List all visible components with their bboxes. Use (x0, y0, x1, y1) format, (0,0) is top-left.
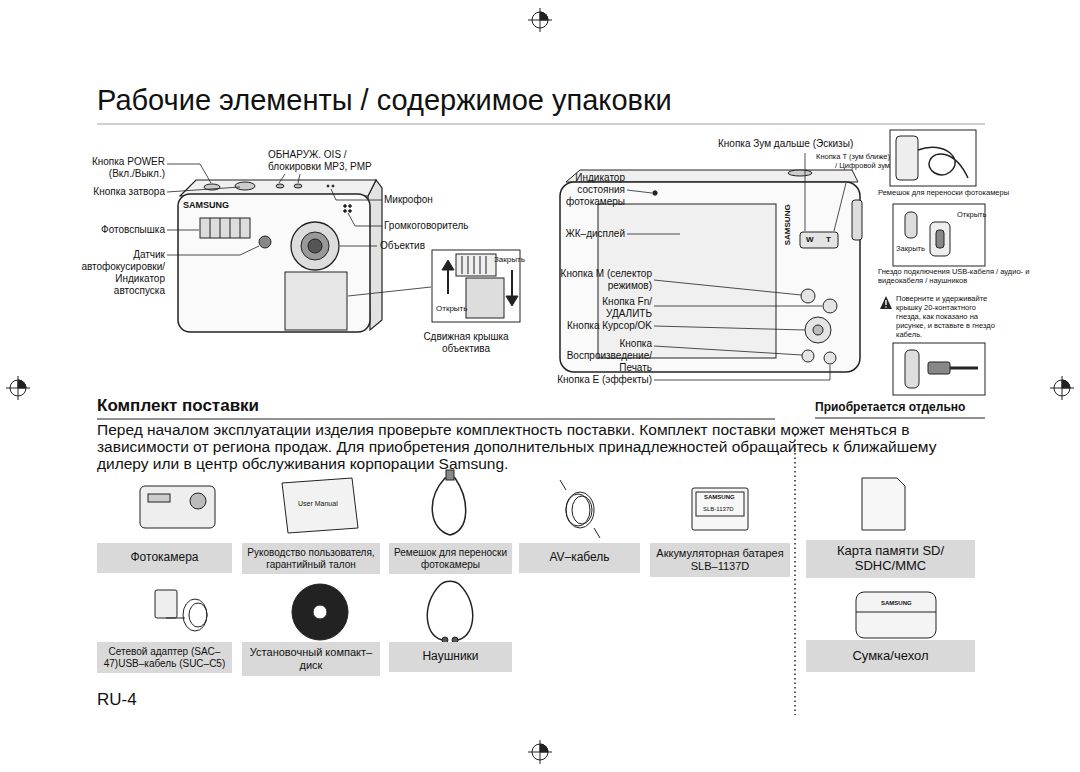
item-label-box: Установочный компакт–диск (242, 642, 380, 676)
item-label-box: Ремешок для переноски фотокамеры (389, 543, 512, 574)
callout-label: Кнопка Курсор/OK (552, 320, 652, 332)
callout-label: User Manual (298, 500, 338, 508)
strap-inset (890, 130, 976, 186)
callout-label: Датчик автофокусировки/ Индикатор автосп… (73, 249, 165, 297)
item-label-box: AV–кабель (519, 543, 640, 573)
callout-label: T (826, 235, 831, 245)
registration-marks (6, 8, 1074, 764)
callout-label: ОБНАРУЖ. OIS / блокировки MP3, PMP (268, 149, 393, 173)
front-camera (178, 180, 382, 332)
section-heading: Комплект поставки (97, 396, 259, 416)
callout-label: Сдвижная крышка объектива (416, 331, 516, 355)
callout-label: Кнопка E (эффекты) (542, 374, 652, 386)
item-label-box: Наушники (389, 642, 512, 672)
item-label-box: Руководство пользователя, гарантийный та… (242, 543, 380, 574)
item-label-box: Фотокамера (97, 543, 232, 573)
callout-label: Поверните и удерживайте крышку 20-контак… (896, 294, 996, 339)
item-label: AV–кабель (549, 551, 609, 565)
callout-label: Индикатор состояния фотокамеры (555, 172, 625, 208)
section-rules (97, 418, 985, 715)
intro-paragraph: Перед началом эксплуатации изделия прове… (97, 421, 982, 472)
warning-icon (880, 296, 892, 309)
item-label: Наушники (422, 650, 478, 664)
page-title: Рабочие элементы / содержимое упаковки (97, 84, 672, 117)
callout-label: Кнопка T (зум ближе) / Цифровой зум (812, 152, 890, 170)
item-label: Карта памяти SD/ SDHC/MMC (811, 544, 970, 574)
callout-label: Гнездо подключения USB-кабеля / аудио- и… (878, 267, 1038, 285)
item-label-box: Аккумуляторная батарея SLB–1137D (650, 543, 790, 577)
item-label: Фотокамера (130, 551, 198, 565)
item-label-box: Карта памяти SD/ SDHC/MMC (806, 540, 975, 578)
callout-label: Объектив (380, 240, 440, 252)
item-label: Сумка/чехол (852, 649, 928, 664)
item-label: Установочный компакт–диск (247, 646, 375, 671)
callout-label: Ремешок для переноски фотокамеры (878, 188, 1028, 197)
item-label: Аккумуляторная батарея SLB–1137D (655, 547, 785, 572)
section-heading: Приобретается отдельно (815, 400, 965, 414)
callout-label: Кнопка Воспроизведение/ Печать (552, 338, 652, 374)
item-label: Руководство пользователя, гарантийный та… (247, 547, 375, 570)
title-rule (97, 124, 985, 125)
cable-insert-inset (893, 343, 985, 395)
callout-label: SAMSUNG (704, 494, 735, 501)
section-heading: RU-4 (97, 690, 137, 710)
callout-label: SAMSUNG (881, 600, 912, 607)
callout-label: Кнопка затвора (75, 186, 165, 198)
callout-label: Открыть (436, 304, 467, 314)
callout-label: SAMSUNG (183, 200, 229, 211)
back-leader-lines (627, 153, 846, 380)
callout-label: Микрофон (384, 194, 464, 206)
item-label-box: Сетевой адаптер (SAC–47)USB–кабель (SUC–… (97, 642, 232, 673)
callout-label: SLB-1137D (703, 506, 734, 513)
item-label: Ремешок для переноски фотокамеры (394, 547, 507, 570)
callout-label: Кнопка M (селектор режимов) (547, 268, 652, 292)
callout-label: Закрыть (494, 255, 525, 265)
callout-label: Открыть (957, 210, 986, 219)
callout-label: Кнопка Зум дальше (Эскизы) (718, 138, 868, 150)
callout-label: Закрыть (896, 244, 925, 253)
item-label-box: Сумка/чехол (806, 640, 975, 672)
item-label: Сетевой адаптер (SAC–47)USB–кабель (SUC–… (102, 646, 227, 669)
callout-label: Кнопка Fn/ УДАЛИТЬ (582, 296, 652, 320)
callout-label: Кнопка POWER (Вкл./Выкл.) (85, 156, 165, 180)
callout-label: Громкоговоритель (384, 220, 484, 232)
callout-label: W (806, 235, 814, 245)
callout-label: ЖК–дисплей (545, 228, 625, 240)
callout-label: SAMSUNG (782, 205, 792, 246)
callout-label: Фотовспышка (75, 224, 165, 236)
